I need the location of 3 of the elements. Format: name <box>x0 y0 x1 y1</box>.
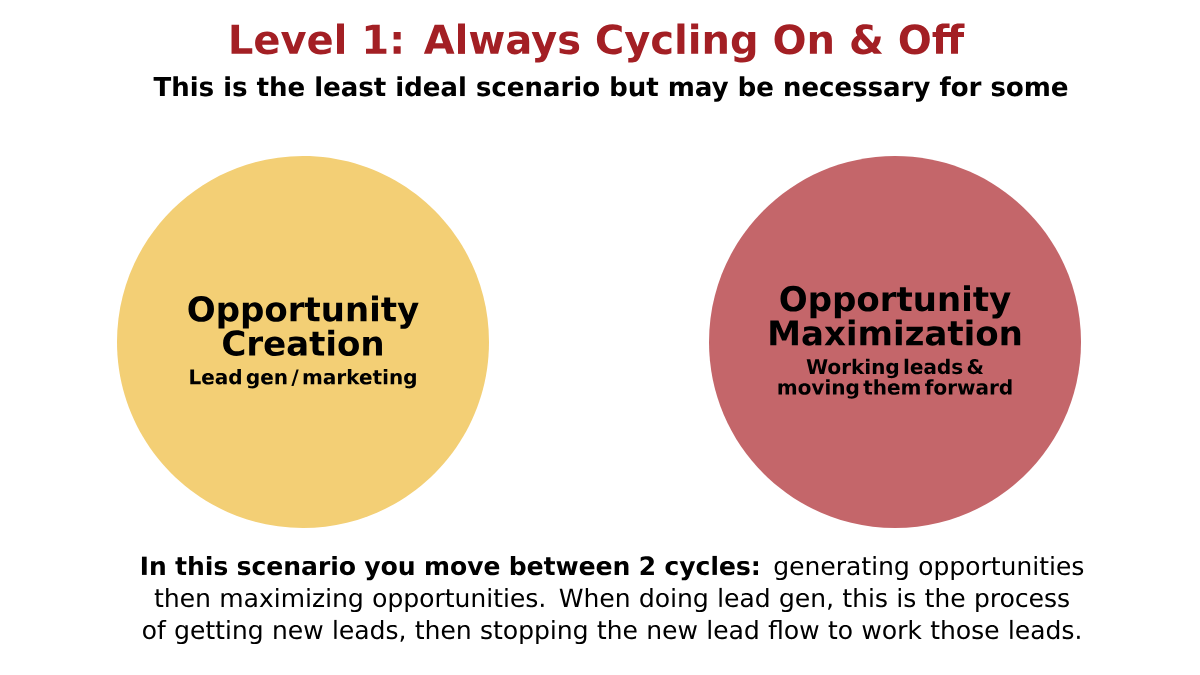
subtitle: This is the least ideal scenario but may be necessary for some <box>153 76 1068 102</box>
paragraph: In this scenario you move between 2 cycles: generating opportunities then maximizing opportunities. When doing lead gen, this is the process of getting new leads, then stopping the new lead flow to work those leads. <box>141 555 1084 645</box>
title: Level 1: Always Cycling On & Off <box>231 23 965 63</box>
